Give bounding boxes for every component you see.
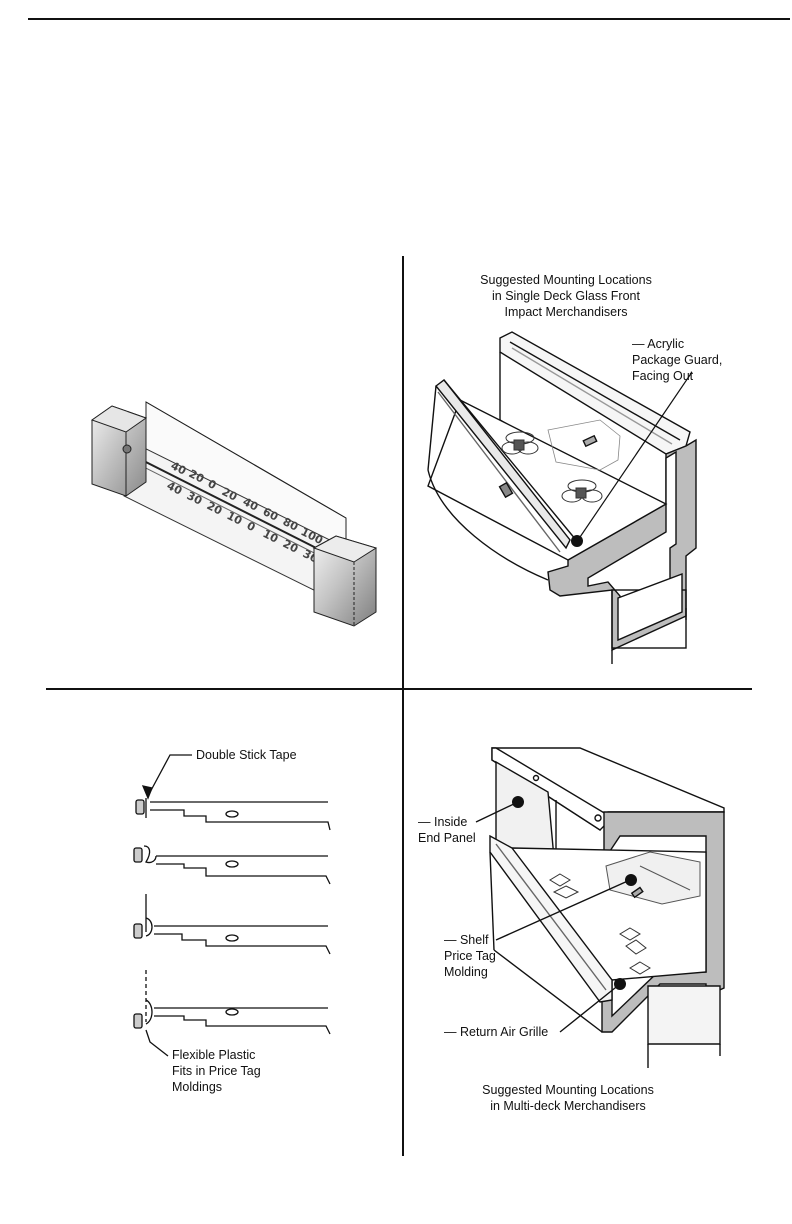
single-deck-caption-line2: in Single Deck Glass Front (492, 289, 640, 303)
horizontal-divider (46, 688, 752, 690)
package-guard-line2: Package Guard, (632, 353, 723, 367)
svg-text:10: 10 (261, 527, 281, 546)
svg-text:20: 20 (205, 499, 225, 518)
single-deck-caption: Suggested Mounting Locations in Single D… (450, 272, 682, 320)
flexible-plastic-line2: Fits in Price Tag (172, 1064, 261, 1078)
multi-deck-caption-line2: in Multi-deck Merchandisers (490, 1099, 646, 1113)
package-guard-line1: — Acrylic (632, 337, 685, 351)
flexible-plastic-line1: Flexible Plastic (172, 1048, 256, 1062)
shelf-price-tag-line1: — Shelf (444, 933, 489, 947)
double-stick-tape-label: Double Stick Tape (196, 748, 297, 762)
svg-text:40: 40 (169, 459, 189, 478)
svg-text:60: 60 (261, 505, 281, 524)
inside-end-panel-line2: End Panel (418, 831, 476, 845)
single-deck-caption-line3: Impact Merchandisers (504, 305, 628, 319)
shelf-price-tag-line3: Molding (444, 965, 488, 979)
svg-text:20: 20 (187, 467, 207, 486)
flexible-plastic-note: Flexible Plastic Fits in Price Tag Moldi… (172, 1047, 312, 1095)
svg-text:20: 20 (281, 537, 301, 556)
svg-text:20: 20 (220, 485, 240, 504)
svg-text:80: 80 (281, 515, 301, 534)
shelf-price-tag-label: — Shelf Price Tag Molding (444, 932, 534, 980)
svg-text:40: 40 (241, 495, 261, 514)
svg-text:10: 10 (225, 509, 245, 528)
return-air-grille-label: — Return Air Grille (444, 1025, 549, 1039)
multi-deck-caption-line1: Suggested Mounting Locations (482, 1083, 654, 1097)
inside-end-panel-label: — Inside End Panel (418, 814, 528, 846)
svg-text:30: 30 (185, 489, 205, 508)
shelf-price-tag-line2: Price Tag (444, 949, 496, 963)
vertical-divider (402, 256, 404, 1156)
svg-text:40: 40 (165, 479, 185, 498)
inside-end-panel-line1: — Inside (418, 815, 468, 829)
single-deck-caption-line1: Suggested Mounting Locations (480, 273, 652, 287)
top-rule (28, 18, 790, 20)
flexible-plastic-line3: Moldings (172, 1080, 223, 1094)
package-guard-callout: — Acrylic Package Guard, Facing Out (632, 336, 752, 384)
multi-deck-caption: Suggested Mounting Locations in Multi-de… (456, 1082, 680, 1114)
package-guard-line3: Facing Out (632, 369, 694, 383)
